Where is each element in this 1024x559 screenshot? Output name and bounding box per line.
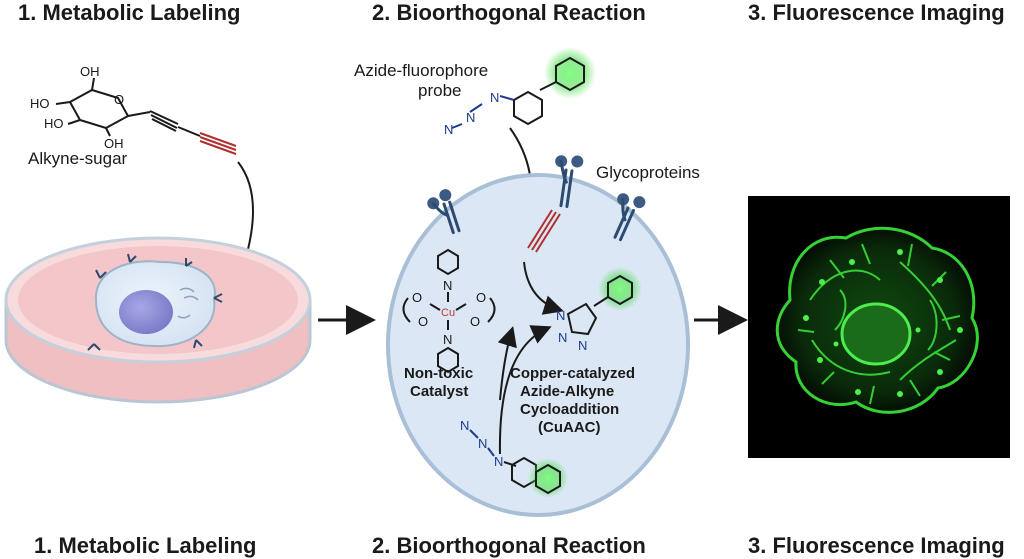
alkyne-sugar-structure: OH O HO HO OH [30, 64, 237, 155]
cell-in-dish [87, 253, 223, 351]
arrow-alkyne-to-triazole [523, 261, 564, 315]
tri-n3: N [578, 338, 587, 353]
alkyne-sugar-label: Alkyne-sugar [28, 149, 128, 168]
cat-o-right1: O [476, 290, 486, 305]
tri-n2: N [558, 330, 567, 345]
panel-title-bottom-2: 2. Bioorthogonal Reaction [372, 533, 646, 558]
reaction-label-line1: Copper-catalyzed [510, 365, 635, 382]
oh-top: OH [80, 64, 100, 79]
panel-title-top-3: 3. Fluorescence Imaging [748, 0, 1005, 25]
panel-title-bottom-1: 1. Metabolic Labeling [34, 533, 256, 558]
low-n2: N [478, 436, 487, 451]
low-n1: N [460, 418, 469, 433]
cat-n-top: N [443, 278, 452, 293]
panel-title-top-1: 1. Metabolic Labeling [18, 0, 240, 25]
cu-atom: Cu [441, 307, 455, 319]
glycoproteins [427, 155, 646, 242]
cat-o-left1: O [412, 290, 422, 305]
panel-title-top-2: 2. Bioorthogonal Reaction [372, 0, 646, 25]
azide-fluorophore-probe: N N N [444, 47, 596, 137]
arrow-azide-to-triazole [498, 325, 552, 455]
triazole-product: N N N [556, 267, 642, 353]
ring-o: O [114, 92, 124, 107]
reaction-label-line4: (CuAAC) [538, 419, 600, 436]
cat-o-right2: O [470, 314, 480, 329]
cat-n-bottom: N [443, 332, 452, 347]
membrane-alkyne [527, 209, 561, 253]
cat-o-left2: O [418, 314, 428, 329]
probe-n3: N [444, 122, 453, 137]
copper-catalyst: N Cu N O O O O [402, 248, 496, 374]
fluorescence-micrograph [748, 196, 1010, 458]
ho-left: HO [30, 96, 50, 111]
lower-azide-probe: N N N [460, 418, 568, 498]
catalyst-label-line2: Catalyst [410, 383, 468, 400]
panel-title-bottom-3: 3. Fluorescence Imaging [748, 533, 1005, 558]
tri-n1: N [556, 308, 565, 323]
probe-label-line1: Azide-fluorophore [354, 61, 488, 80]
ho-lower: HO [44, 116, 64, 131]
glycoproteins-label: Glycoproteins [596, 163, 700, 182]
low-n3: N [494, 454, 503, 469]
reaction-cell [386, 173, 690, 517]
oh-bottom: OH [104, 136, 124, 151]
reaction-label-line2: Azide-Alkyne [520, 383, 614, 400]
catalyst-label-line1: Non-toxic [404, 365, 473, 382]
probe-n1: N [490, 90, 499, 105]
reaction-label-line3: Cycloaddition [520, 401, 619, 418]
probe-n2: N [466, 110, 475, 125]
probe-label-line2: probe [418, 81, 461, 100]
arrow-catalyst-activation [497, 326, 517, 401]
